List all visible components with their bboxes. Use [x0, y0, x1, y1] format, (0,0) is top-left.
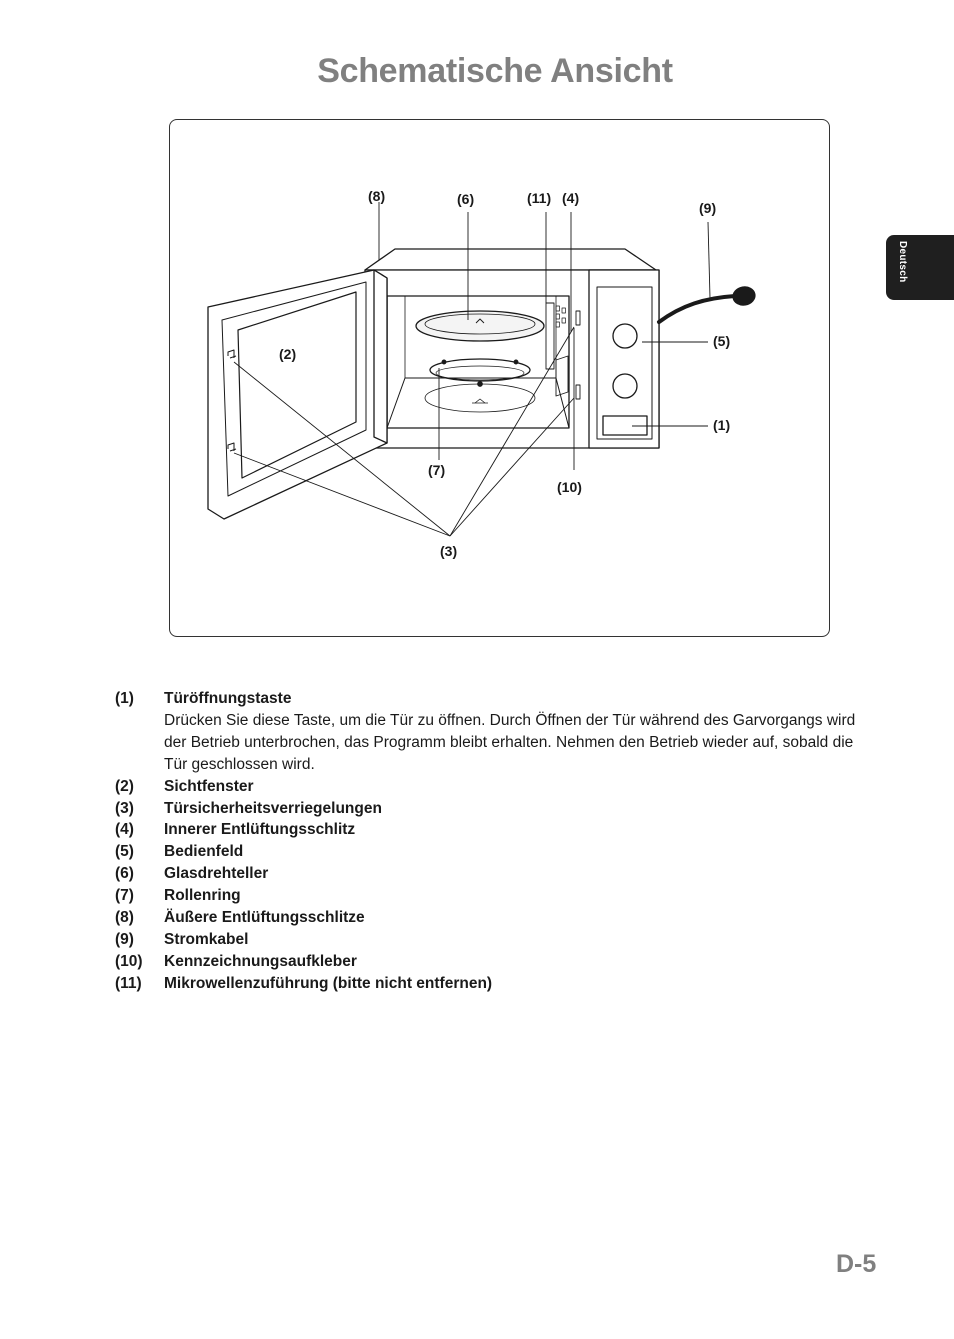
legend-number: (3)	[115, 799, 134, 817]
legend-label: Glasdrehteller	[164, 865, 269, 883]
legend-item: (2) Sichtfenster	[115, 776, 875, 798]
legend-label: Mikrowellenzuführung (bitte nicht entfer…	[164, 974, 493, 992]
legend-number: (6)	[115, 865, 134, 883]
callout-2: (2)	[279, 346, 297, 362]
callout-6: (6)	[457, 191, 475, 207]
legend-number: (1)	[115, 690, 134, 707]
legend-item: (10) Kennzeichnungsaufkleber	[115, 951, 875, 973]
latch-hole-lower	[575, 384, 581, 400]
legend-label: Innerer Entlüftungsschlitz	[164, 821, 356, 839]
legend-item: (9) Stromkabel	[115, 929, 875, 951]
oven-body-top	[364, 248, 657, 271]
legend-number: (10)	[115, 952, 143, 970]
control-panel	[588, 269, 660, 449]
callout-4: (4)	[562, 190, 580, 206]
legend-item: (1) Türöffnungstaste Drücken Sie diese T…	[115, 688, 875, 776]
legend-item: (7) Rollenring	[115, 885, 875, 907]
viewing-window-frame	[221, 281, 367, 497]
page-number: D-5	[836, 1250, 877, 1278]
latch-hole-upper	[575, 310, 581, 326]
legend-item: (5) Bedienfeld	[115, 841, 875, 863]
legend-number: (2)	[115, 777, 134, 795]
callout-11: (11)	[527, 190, 552, 206]
legend-number: (9)	[115, 930, 134, 948]
legend-item: (8) Äußere Entlüftungsschlitze	[115, 907, 875, 929]
legend-number: (8)	[115, 909, 134, 927]
legend-label: Äußere Entlüftungsschlitze	[164, 909, 365, 927]
legend-number: (7)	[115, 887, 134, 905]
viewing-window	[237, 291, 357, 479]
page-title: Schematische Ansicht	[317, 52, 673, 90]
language-tab-label: Deutsch	[897, 241, 908, 283]
microwave-diagram: (8) (6) (11) (4) (9) (2) (5) (1) (7) (10…	[169, 119, 830, 637]
glass-turntable	[415, 310, 545, 342]
legend-label: Sichtfenster	[164, 777, 254, 795]
legend-item: (11) Mikrowellenzuführung (bitte nicht e…	[115, 973, 875, 995]
callout-8: (8)	[368, 188, 386, 204]
legend-label: Bedienfeld	[164, 843, 244, 861]
legend-item: (6) Glasdrehteller	[115, 863, 875, 885]
legend-label: Rollenring	[164, 887, 241, 905]
microwave-drawing	[207, 202, 756, 537]
parts-legend: (1) Türöffnungstaste Drücken Sie diese T…	[115, 688, 875, 995]
callout-7: (7)	[428, 462, 446, 478]
legend-number: (5)	[115, 843, 134, 861]
control-dial-upper	[612, 323, 638, 349]
legend-label: Türöffnungstaste	[164, 690, 292, 707]
callout-5: (5)	[713, 333, 731, 349]
legend-item: (3) Türsicherheitsverriegelungen	[115, 798, 875, 820]
legend-description: Drücken Sie diese Taste, um die Tür zu ö…	[164, 711, 856, 773]
language-tab: Deutsch	[886, 235, 954, 300]
legend-label: Stromkabel	[164, 930, 249, 948]
legend-item: (4) Innerer Entlüftungsschlitz	[115, 819, 875, 841]
callout-3: (3)	[440, 543, 458, 559]
power-cord	[657, 294, 737, 324]
legend-number: (4)	[115, 821, 134, 839]
waveguide-cover	[545, 302, 555, 370]
oven-door	[207, 269, 388, 520]
callout-1: (1)	[713, 417, 731, 433]
roller-ring	[429, 358, 531, 382]
legend-label: Kennzeichnungsaufkleber	[164, 952, 357, 970]
callout-9: (9)	[699, 200, 717, 216]
control-dial-lower	[612, 373, 638, 399]
legend-label: Türsicherheitsverriegelungen	[164, 799, 382, 817]
legend-number: (11)	[115, 974, 142, 992]
callout-10: (10)	[557, 479, 582, 495]
door-release-button	[602, 415, 648, 436]
power-plug	[732, 286, 756, 306]
